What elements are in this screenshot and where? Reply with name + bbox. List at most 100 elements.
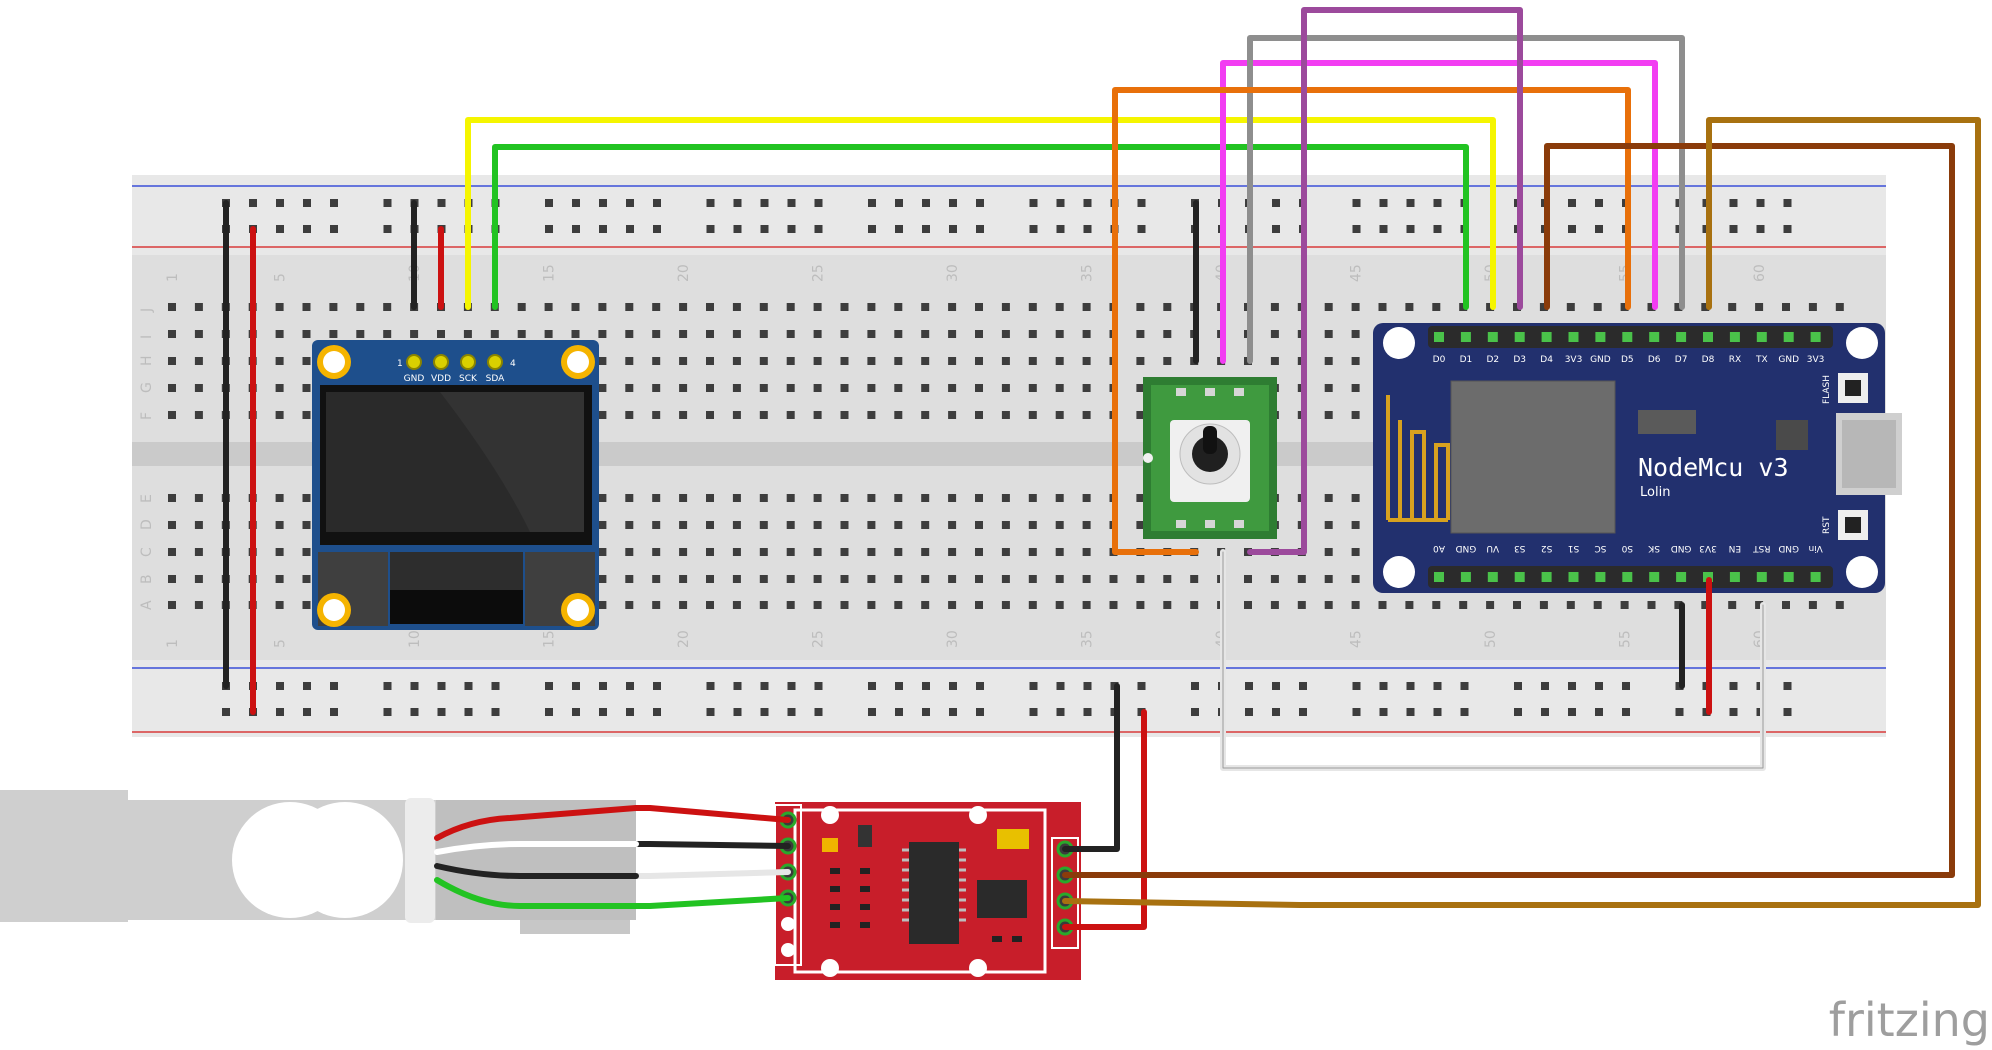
breadboard-hole[interactable] — [921, 384, 930, 392]
breadboard-hole[interactable] — [275, 411, 284, 419]
rail-hole[interactable] — [330, 708, 338, 716]
breadboard-hole[interactable] — [1028, 521, 1037, 529]
rail-hole[interactable] — [383, 225, 392, 233]
breadboard-hole[interactable] — [706, 303, 714, 311]
breadboard-hole[interactable] — [786, 330, 795, 338]
breadboard-hole[interactable] — [598, 575, 607, 583]
rail-hole[interactable] — [1083, 225, 1092, 233]
rail-hole[interactable] — [1352, 225, 1361, 233]
breadboard-hole[interactable] — [1163, 601, 1172, 609]
breadboard-hole[interactable] — [948, 357, 957, 365]
breadboard-hole[interactable] — [1028, 575, 1037, 583]
breadboard-hole[interactable] — [194, 357, 203, 365]
rail-hole[interactable] — [895, 225, 903, 233]
breadboard-hole[interactable] — [759, 411, 768, 419]
rail-hole[interactable] — [1029, 682, 1038, 690]
nodemcu-top-pin[interactable] — [1595, 332, 1606, 342]
rail-hole[interactable] — [383, 708, 392, 716]
breadboard-hole[interactable] — [706, 384, 714, 392]
rail-hole[interactable] — [1191, 682, 1199, 690]
breadboard-hole[interactable] — [652, 601, 661, 609]
breadboard-hole[interactable] — [786, 575, 795, 583]
rail-hole[interactable] — [437, 199, 446, 207]
breadboard-hole[interactable] — [383, 330, 392, 338]
rail-hole[interactable] — [1137, 225, 1146, 233]
breadboard-hole[interactable] — [652, 357, 661, 365]
oled-display[interactable]: 1 4 GND VDD SCK SDA — [312, 340, 599, 630]
nodemcu-top-pin[interactable] — [1810, 332, 1821, 342]
nodemcu-bottom-pin[interactable] — [1729, 572, 1740, 582]
breadboard-hole[interactable] — [1755, 601, 1764, 609]
breadboard-hole[interactable] — [625, 303, 634, 311]
breadboard-hole[interactable] — [1351, 357, 1360, 365]
breadboard-hole[interactable] — [598, 494, 607, 502]
breadboard-hole[interactable] — [1297, 601, 1306, 609]
breadboard-hole[interactable] — [1028, 548, 1037, 556]
breadboard-hole[interactable] — [1082, 575, 1091, 583]
rail-hole[interactable] — [1379, 199, 1388, 207]
breadboard-hole[interactable] — [732, 411, 741, 419]
breadboard-hole[interactable] — [921, 303, 930, 311]
breadboard-hole[interactable] — [1701, 601, 1710, 609]
breadboard-hole[interactable] — [1593, 601, 1602, 609]
breadboard-hole[interactable] — [1486, 601, 1495, 609]
rail-hole[interactable] — [1352, 682, 1361, 690]
nodemcu-bottom-pin[interactable] — [1568, 572, 1579, 582]
breadboard-hole[interactable] — [921, 357, 930, 365]
breadboard-hole[interactable] — [813, 357, 822, 365]
breadboard-hole[interactable] — [598, 601, 607, 609]
breadboard-hole[interactable] — [194, 330, 203, 338]
breadboard-hole[interactable] — [786, 494, 795, 502]
breadboard-hole[interactable] — [1082, 330, 1091, 338]
breadboard-hole[interactable] — [948, 303, 957, 311]
rail-hole[interactable] — [733, 225, 742, 233]
rail-hole[interactable] — [276, 199, 284, 207]
breadboard-hole[interactable] — [1324, 303, 1333, 311]
rail-hole[interactable] — [545, 708, 553, 716]
breadboard-hole[interactable] — [302, 494, 311, 502]
breadboard-hole[interactable] — [194, 384, 203, 392]
breadboard-hole[interactable] — [1028, 303, 1037, 311]
rail-hole[interactable] — [1460, 682, 1469, 690]
breadboard-hole[interactable] — [1136, 357, 1145, 365]
rail-hole[interactable] — [653, 199, 661, 207]
breadboard-hole[interactable] — [840, 575, 849, 583]
breadboard-hole[interactable] — [1405, 303, 1414, 311]
rail-hole[interactable] — [760, 682, 769, 690]
nodemcu-top-pin[interactable] — [1622, 332, 1633, 342]
nodemcu-bottom-pin[interactable] — [1676, 572, 1687, 582]
breadboard-hole[interactable] — [625, 330, 634, 338]
nodemcu-bottom-pin[interactable] — [1622, 572, 1633, 582]
breadboard-hole[interactable] — [598, 384, 607, 392]
rail-hole[interactable] — [1379, 225, 1388, 233]
rail-hole[interactable] — [249, 199, 257, 207]
breadboard-hole[interactable] — [1351, 303, 1360, 311]
rail-hole[interactable] — [1622, 708, 1630, 716]
breadboard-hole[interactable] — [948, 411, 957, 419]
rail-hole[interactable] — [760, 708, 769, 716]
rail-hole[interactable] — [922, 682, 930, 690]
rail-hole[interactable] — [383, 682, 392, 690]
rail-hole[interactable] — [572, 199, 580, 207]
breadboard-hole[interactable] — [1082, 357, 1091, 365]
breadboard-hole[interactable] — [679, 521, 688, 529]
breadboard-hole[interactable] — [1028, 357, 1037, 365]
breadboard-hole[interactable] — [786, 521, 795, 529]
rail-hole[interactable] — [1729, 199, 1738, 207]
rail-hole[interactable] — [437, 708, 446, 716]
rail-hole[interactable] — [1056, 225, 1065, 233]
breadboard-hole[interactable] — [410, 330, 419, 338]
breadboard-hole[interactable] — [1001, 303, 1010, 311]
breadboard-hole[interactable] — [168, 601, 176, 609]
breadboard-hole[interactable] — [1701, 303, 1710, 311]
breadboard-hole[interactable] — [1620, 601, 1629, 609]
rail-hole[interactable] — [410, 708, 419, 716]
breadboard-hole[interactable] — [1028, 411, 1037, 419]
breadboard-hole[interactable] — [1808, 601, 1817, 609]
rail-hole[interactable] — [1622, 682, 1630, 690]
breadboard-hole[interactable] — [1001, 548, 1010, 556]
rail-hole[interactable] — [1137, 199, 1146, 207]
breadboard-hole[interactable] — [168, 384, 176, 392]
rail-hole[interactable] — [303, 682, 311, 690]
breadboard-hole[interactable] — [732, 357, 741, 365]
